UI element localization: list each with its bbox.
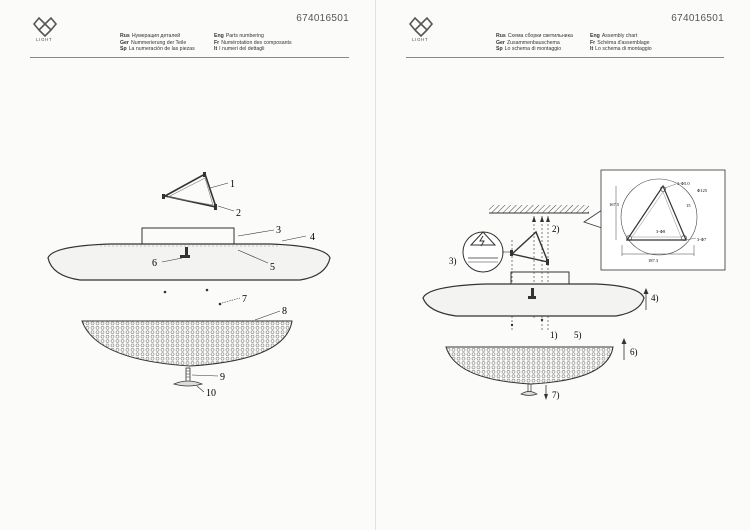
callout-7: 7 (242, 294, 247, 305)
caption-lang: It (590, 46, 594, 53)
dim-label: 187.3 (648, 258, 659, 263)
caption-text: Схема сборки светильника (507, 33, 573, 39)
brand-name: LIGHT (412, 37, 429, 42)
callout-2: 2 (236, 208, 241, 219)
callout-3: 3 (276, 225, 281, 236)
step-1: 1) (550, 330, 558, 340)
caption-lang: Fr (590, 39, 596, 46)
ceiling (489, 205, 589, 213)
callout-8: 8 (282, 306, 287, 317)
caption-text: Assembly chart (601, 33, 638, 39)
caption-lang: Sp (496, 46, 503, 53)
dim-label: 15 (686, 203, 691, 208)
caption-lang: Eng (590, 33, 600, 39)
header-divider (30, 57, 349, 58)
caption-lang: Eng (214, 33, 224, 39)
callout-5: 5 (270, 262, 275, 273)
document-number: 674016501 (671, 13, 724, 24)
step-6: 6) (630, 347, 638, 357)
caption-lang: Ger (120, 39, 129, 46)
caption-text: La numeración de las piezas (128, 46, 195, 53)
header-divider (406, 57, 724, 58)
caption-text: Lo schema di montaggio (504, 46, 562, 53)
callout-10: 10 (206, 388, 216, 399)
document-number: 674016501 (296, 13, 349, 24)
step-3: 3) (449, 256, 457, 266)
caption-text: Nummerierung der Teile (130, 39, 187, 46)
parts-drawing: 1 2 3 4 5 6 7 8 9 10 (47, 172, 331, 399)
step-2: 2) (552, 224, 560, 234)
caption-lang: Rus (120, 33, 130, 39)
caption-lang: Sp (120, 46, 127, 53)
dim-label: 167.5 (609, 202, 620, 207)
step-5: 5) (574, 330, 582, 340)
caption-lang: Rus (496, 33, 506, 39)
caption-text: I numeri del dettagli (219, 46, 265, 53)
callout-4: 4 (310, 232, 315, 243)
dim-label: Φ125 (697, 188, 708, 193)
step-4: 4) (651, 293, 659, 303)
caption-lang: Ger (496, 39, 505, 46)
caption-text: Schéma d'assemblage (597, 39, 650, 46)
assembly-drawing: 3-Φ5.0 Φ125 167.5 15 3-Φ8 3-Φ7 187.3 1) … (422, 169, 726, 400)
caption-lang: Fr (214, 39, 220, 46)
callout-9: 9 (220, 372, 225, 383)
dim-label: 3-Φ5.0 (677, 181, 690, 186)
dim-label: 3-Φ8 (656, 229, 666, 234)
caption-text: Нумерация деталей (131, 33, 181, 39)
dim-label: 3-Φ7 (697, 237, 707, 242)
caption-text: Numérotation des composants (221, 39, 292, 46)
brand-name: LIGHT (36, 37, 53, 42)
caption-text: Lo schema di montaggio (595, 46, 652, 53)
callout-1: 1 (230, 179, 235, 190)
step-7: 7) (552, 390, 560, 400)
caption-text: Parts numbering (225, 33, 264, 39)
caption-text: Zusammenbauschema (506, 39, 560, 46)
brand-logo-icon (408, 16, 434, 38)
brand-logo-icon (32, 16, 58, 38)
triangle-bracket (162, 172, 218, 210)
callout-6: 6 (152, 258, 157, 269)
caption-lang: It (214, 46, 218, 53)
